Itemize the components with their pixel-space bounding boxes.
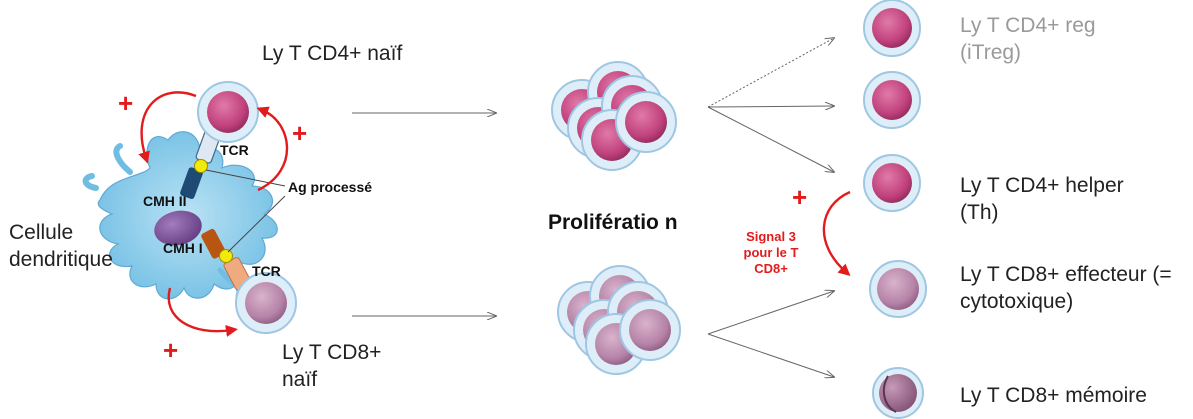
antigen-top <box>194 159 208 173</box>
cd8-naive-label: Ly T CD8+ naïf <box>282 341 382 391</box>
cd4-proliferation-cluster <box>551 61 677 171</box>
cmh2-receptor <box>180 167 203 199</box>
arrow-to-cd8-memory <box>707 333 834 377</box>
signal3-arrow <box>822 190 851 276</box>
cd4-naive-cell <box>197 81 259 143</box>
dendritic-nucleus <box>154 210 202 246</box>
plus-sign: + <box>163 335 179 365</box>
cd8-memory-label: Ly T CD8+ mémoire <box>960 384 1147 407</box>
cd8-effector-label: Ly T CD8+ effecteur (= cytotoxique) <box>960 263 1172 313</box>
dendritic-cell-label: Cellule dendritique <box>9 221 113 271</box>
proliferation-label: Prolifératio n <box>548 211 678 234</box>
red-arrow <box>256 106 289 192</box>
ag-processed-label: Ag processé <box>288 179 373 195</box>
antigen-bottom <box>219 249 233 263</box>
cd8-proliferation-cluster <box>557 265 681 375</box>
arrow-to-helper <box>707 106 834 172</box>
arrow-to-cd8-effector <box>707 291 834 335</box>
arrow-to-cd4-effector <box>707 106 834 107</box>
plus-sign: + <box>292 118 308 148</box>
helper-cell <box>863 154 921 212</box>
cd8-naive-cell <box>235 272 297 334</box>
ag-pointer-line <box>205 169 286 187</box>
plus-sign: + <box>792 182 808 212</box>
cmh2-label: CMH II <box>143 193 187 209</box>
cmh1-label: CMH I <box>163 240 203 256</box>
itreg-cell <box>863 0 921 57</box>
tcr-top-label: TCR <box>220 142 249 158</box>
signal3-label: Signal 3 pour le T CD8+ <box>743 229 799 276</box>
helper-label: Ly T CD4+ helper (Th) <box>960 174 1124 224</box>
arrow-to-itreg <box>707 38 834 108</box>
plus-sign: + <box>118 88 134 118</box>
cmh1-receptor <box>201 228 226 259</box>
cd4-naive-label: Ly T CD4+ naïf <box>262 42 403 65</box>
itreg-label: Ly T CD4+ reg (iTreg) <box>960 14 1096 64</box>
red-arrow <box>138 91 197 164</box>
cd8-effector-cell <box>869 260 927 318</box>
cd8-memory-cell <box>872 367 924 419</box>
tcr-bottom-label: TCR <box>252 263 281 279</box>
red-arrow <box>167 287 238 337</box>
cd4-effector-cell <box>863 71 921 129</box>
ag-pointer-line <box>227 195 286 253</box>
